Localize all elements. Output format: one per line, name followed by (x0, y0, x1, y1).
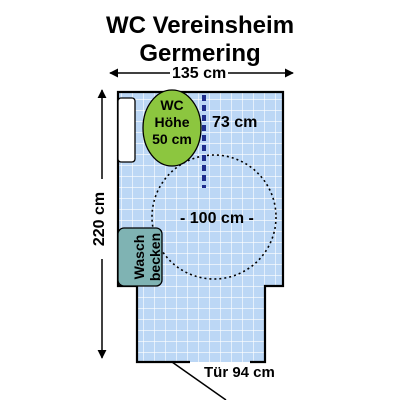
wash-basin (117, 227, 163, 287)
height-label: 220 cm (91, 179, 109, 259)
wc-label-line-3: 50 cm (152, 131, 192, 147)
wc-toilet (142, 89, 202, 167)
door-width-label: Tür 94 cm (204, 364, 275, 381)
wc-label-line-2: Höhe (154, 114, 190, 130)
sink-label-line-1: Wasch (131, 234, 147, 280)
sink-label-line-2: becken (147, 232, 163, 282)
wc-label-line-1: WC (160, 97, 184, 113)
door-leaf (171, 361, 227, 400)
page-title-line-1: WC Vereinsheim (105, 12, 295, 39)
page-title-line-2: Germering (139, 40, 261, 67)
side-clearance-label: 73 cm (212, 114, 258, 131)
turning-circle (151, 154, 277, 280)
width-label: 135 cm (170, 65, 229, 83)
wall-cistern (117, 97, 136, 163)
wc-label: WC Höhe 50 cm (143, 97, 201, 148)
turning-circle-label: - 100 cm - (180, 210, 254, 227)
sink-label: Wasch becken (131, 227, 163, 287)
